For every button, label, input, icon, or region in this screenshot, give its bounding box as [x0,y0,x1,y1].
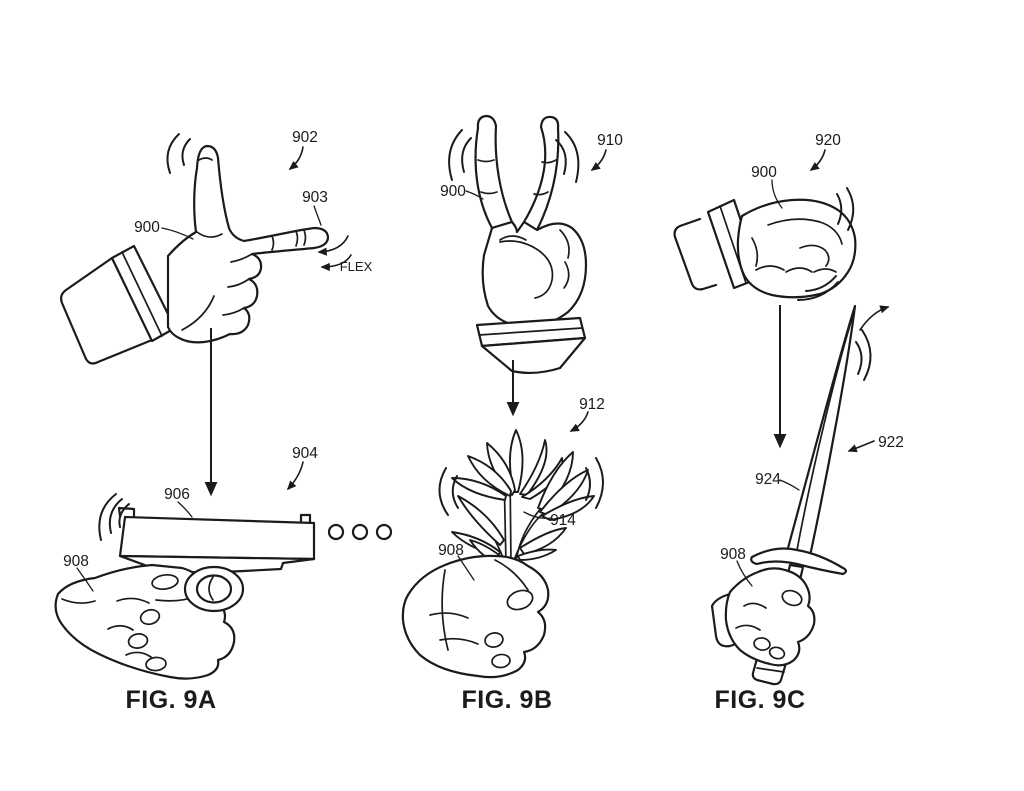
fist-hand-drawing [673,198,857,299]
ref-label-914: 914 [550,512,576,529]
arrow-902 [288,146,304,170]
ref-label-922: 922 [878,434,904,451]
caption-fig-9a: FIG. 9A [125,686,216,714]
ref-label-912: 912 [579,396,605,413]
vibration-arcs-fist [797,187,855,301]
ref-label-900: 900 [134,219,160,236]
ref-label-900c: 900 [751,164,777,181]
flex-annotation: FLEX [340,259,373,274]
sword-hand-drawing [710,567,816,667]
vibration-arcs-thumb [166,133,191,174]
ref-label-908c: 908 [720,546,746,563]
peace-hand-drawing [474,114,588,375]
vibration-arcs-gun [98,493,130,541]
figure-9b: 900 910 912 914 908 FIG. 9B [401,114,623,714]
vibration-arcs-fingers [448,129,580,183]
swing-arrow [859,305,890,331]
ref-label-904: 904 [292,445,318,462]
ref-label-910: 910 [597,132,623,149]
flex-motion-arrows [317,235,352,272]
flowers-drawing [451,429,595,567]
leader-903 [313,205,322,226]
ref-label-908a: 908 [63,553,89,570]
leader-908a [76,567,94,592]
leader-908c [736,560,753,587]
figure-9a: 900 902 903 FLEX 904 906 908 FIG. 9A [54,129,393,714]
arrow-912 [569,411,589,432]
ref-label-924: 924 [755,471,781,488]
leader-924 [779,479,800,491]
vibration-arcs-flowers [438,457,604,516]
figure-9c: 900 920 922 924 908 FIG. 9C [673,132,904,714]
caption-fig-9c: FIG. 9C [714,686,805,714]
caption-fig-9b: FIG. 9B [461,686,552,714]
ref-label-908b: 908 [438,542,464,559]
leader-906 [177,501,193,518]
trigger-guard-drawing [183,565,245,613]
ref-label-902: 902 [292,129,318,146]
leader-900b [465,190,484,200]
arrow-910 [590,149,607,171]
bullet-dots [327,523,393,541]
ref-label-920: 920 [815,132,841,149]
pointing-hand-drawing [60,144,330,365]
leader-908b [457,555,475,581]
arrow-904 [286,461,304,491]
leader-914 [523,511,553,520]
leader-900c [771,179,783,209]
ref-label-903: 903 [302,189,328,206]
arrow-922 [847,440,875,453]
leader-900 [161,227,194,240]
ref-label-906: 906 [164,486,190,503]
ref-label-900b: 900 [440,183,466,200]
vibration-arcs-blade [855,305,890,381]
holding-hand-drawing [401,554,550,679]
arrow-920 [809,149,826,171]
